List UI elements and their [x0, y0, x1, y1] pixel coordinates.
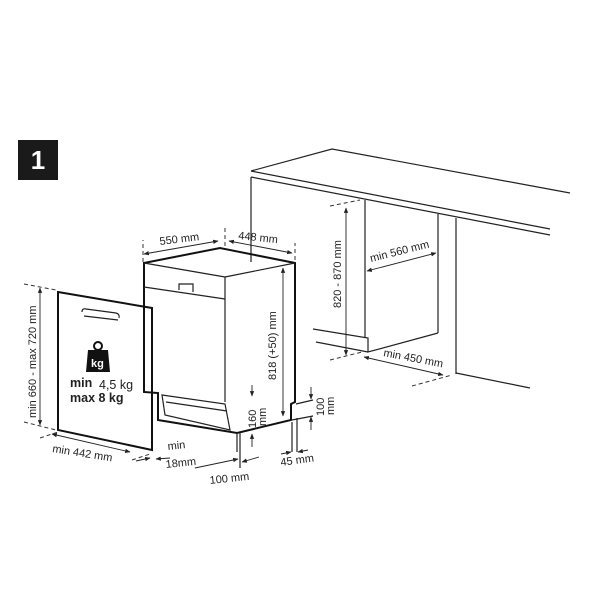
furniture-door-panel [57, 290, 153, 452]
door-thickness-label: min [167, 439, 186, 453]
weight-icon-label: kg [91, 358, 104, 370]
appliance-height-label: 818 (+50) mm [267, 311, 279, 380]
niche-height-label: 820 - 870 mm [332, 240, 344, 308]
foot-height-unit: mm [325, 397, 337, 415]
dishwasher-body [143, 246, 296, 435]
appliance-depth-label: 550 mm [159, 231, 200, 248]
foot-depth-label: 45 mm [280, 452, 315, 469]
weight-min-value: 4,5 kg [99, 378, 133, 392]
door-panel-height-label: min 660 - max 720 mm [27, 306, 39, 418]
weight-min-label: min [70, 376, 92, 390]
appliance-width-label: 448 mm [238, 230, 279, 246]
niche-opening [312, 199, 531, 389]
weight-icon: kg [86, 341, 110, 372]
plinth-height-value: 160 [247, 410, 259, 428]
weight-max: max 8 kg [70, 391, 124, 405]
plinth-height-unit: mm [257, 408, 269, 426]
door-thickness-value: 18mm [165, 456, 197, 471]
foot-height-value: 100 [315, 398, 327, 416]
niche-width-label: min 450 mm [382, 347, 444, 370]
step-number-badge: 1 [18, 140, 58, 180]
plinth-depth-label: 100 mm [209, 471, 250, 487]
niche-depth-label: min 560 mm [369, 239, 431, 265]
